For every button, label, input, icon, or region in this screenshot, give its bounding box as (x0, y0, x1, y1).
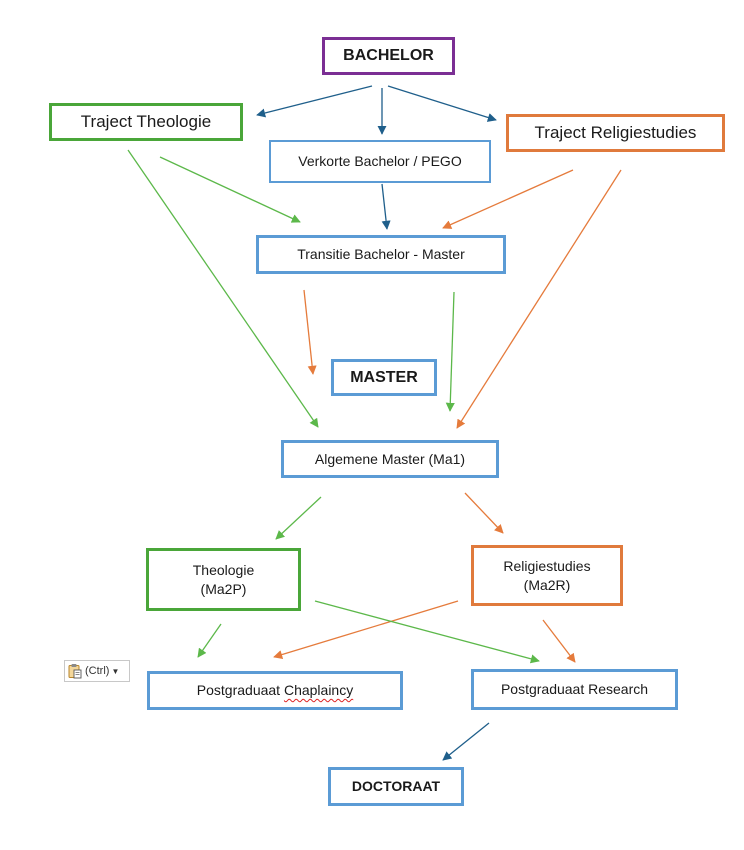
paste-options-label: (Ctrl) (85, 665, 110, 677)
algemene-master-label: Algemene Master (Ma1) (314, 450, 466, 467)
chevron-down-icon: ▼ (111, 666, 120, 676)
arrow-theologie-to-transitie (159, 156, 301, 223)
arrow-theologie-ma2p-to-chaplaincy (197, 623, 222, 658)
arrow-algemene-master-to-theologie-ma2p (275, 496, 322, 540)
clipboard-icon (68, 664, 82, 679)
bachelor-node: BACHELOR (322, 37, 455, 75)
verkorte-bachelor-label: Verkorte Bachelor / PEGO (298, 153, 462, 170)
master-node: MASTER (331, 359, 437, 396)
arrow-religiestudies-to-transitie (442, 169, 574, 229)
traject-theologie-node: Traject Theologie (49, 103, 243, 141)
religiestudies-ma2r-node: Religiestudies (Ma2R) (471, 545, 623, 606)
theologie-ma2p-node: Theologie (Ma2P) (146, 548, 301, 611)
postgraduaat-research-node: Postgraduaat Research (471, 669, 678, 710)
arrow-research-to-doctoraat (442, 722, 490, 761)
postgraduaat-chaplaincy-prefix: Postgraduaat (196, 682, 284, 699)
arrow-transitie-to-algemene-master-green (445, 291, 455, 412)
arrow-religiestudies-ma2r-to-research (542, 619, 576, 663)
theologie-ma2p-line1: Theologie (192, 561, 255, 578)
postgraduaat-chaplaincy-node: Postgraduaat Chaplaincy (147, 671, 403, 710)
algemene-master-node: Algemene Master (Ma1) (281, 440, 499, 478)
doctoraat-node: DOCTORAAT (328, 767, 464, 806)
paste-options-button[interactable]: (Ctrl) ▼ (64, 660, 130, 682)
master-label: MASTER (350, 368, 418, 386)
arrow-religiestudies-to-algemene-master (456, 169, 622, 429)
theologie-ma2p-line2: (Ma2P) (200, 580, 247, 597)
verkorte-bachelor-node: Verkorte Bachelor / PEGO (269, 140, 491, 183)
traject-theologie-label: Traject Theologie (80, 111, 212, 131)
postgraduaat-research-label: Postgraduaat Research (500, 681, 649, 698)
arrow-bachelor-to-theologie (256, 85, 373, 118)
arrow-verkorte-to-transitie (381, 183, 391, 230)
religiestudies-ma2r-line2: (Ma2R) (523, 576, 571, 593)
arrow-transitie-to-algemene-master-orange (303, 289, 317, 375)
arrow-theologie-ma2p-to-research (314, 600, 540, 664)
transitie-node: Transitie Bachelor - Master (256, 235, 506, 274)
arrow-religiestudies-ma2r-to-chaplaincy (273, 600, 459, 659)
transitie-label: Transitie Bachelor - Master (297, 246, 465, 263)
bachelor-label: BACHELOR (343, 47, 434, 65)
postgraduaat-chaplaincy-word: Chaplaincy (283, 682, 354, 699)
arrow-theologie-to-algemene-master (127, 149, 319, 428)
traject-religiestudies-label: Traject Religiestudies (534, 122, 697, 142)
religiestudies-ma2r-line1: Religiestudies (503, 557, 591, 574)
arrow-bachelor-to-religiestudies (387, 85, 497, 122)
traject-religiestudies-node: Traject Religiestudies (506, 114, 725, 152)
arrow-algemene-master-to-religiestudies-ma2r (464, 492, 504, 534)
doctoraat-label: DOCTORAAT (351, 778, 441, 795)
